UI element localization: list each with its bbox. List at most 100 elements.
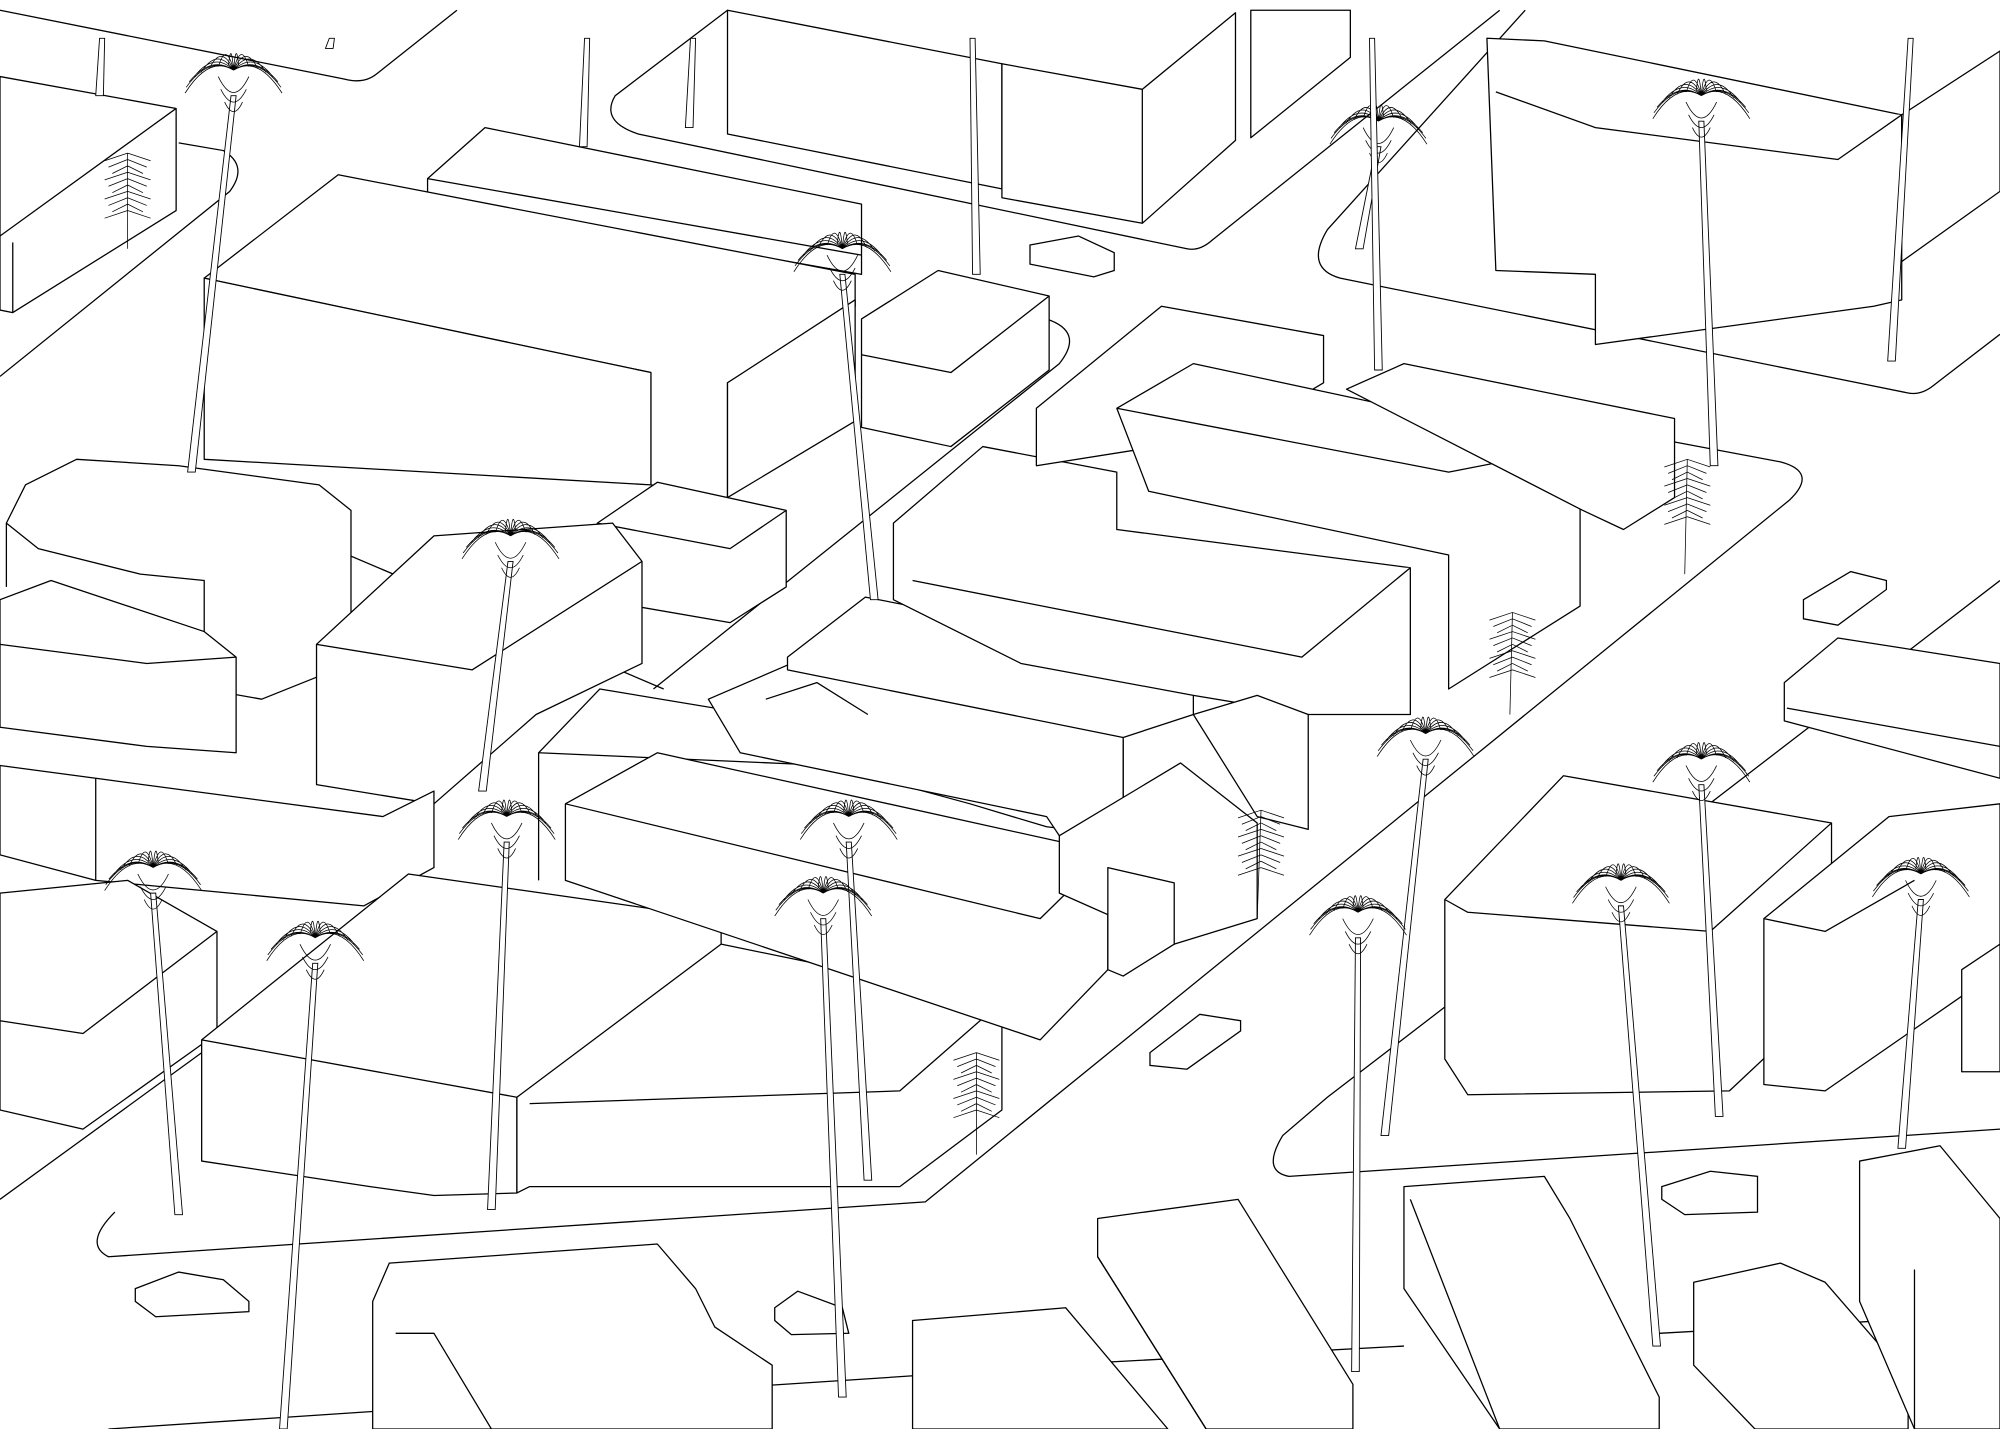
building xyxy=(203,174,856,499)
palm-tree xyxy=(324,37,335,49)
building xyxy=(1097,1198,1354,1429)
palm-trunk xyxy=(845,841,873,1181)
building xyxy=(726,9,1237,224)
palm-trunk xyxy=(820,918,847,1398)
palm-trunk xyxy=(487,841,510,1210)
subject-building xyxy=(707,596,1258,977)
palm-tree xyxy=(793,231,892,601)
palm-trunk xyxy=(1698,784,1724,1117)
palm-tree xyxy=(461,519,560,792)
palm-crown xyxy=(1872,857,1970,916)
palm-crown xyxy=(104,850,202,910)
car xyxy=(1661,1170,1759,1216)
palm-trunk xyxy=(578,37,591,148)
building xyxy=(0,75,177,314)
palm-crown xyxy=(1652,742,1751,801)
building xyxy=(1783,637,2000,779)
palm-tree xyxy=(1887,37,1914,362)
building xyxy=(1858,1145,2000,1429)
palm-tree xyxy=(1872,857,1970,1149)
deciduous-tree xyxy=(1664,458,1711,575)
trees xyxy=(95,37,1970,1429)
palm-trunk xyxy=(969,37,981,275)
palm-tree xyxy=(684,37,697,129)
curb-line xyxy=(653,318,1071,690)
car xyxy=(1029,235,1115,278)
building xyxy=(1444,775,1833,1096)
palm-trunk xyxy=(1887,37,1914,362)
building xyxy=(911,1307,1169,1429)
building xyxy=(860,269,1050,448)
palm-crown xyxy=(793,231,892,291)
palm-crown xyxy=(184,53,283,113)
palm-crown xyxy=(461,519,560,578)
palm-crown xyxy=(457,799,556,859)
palm-crown xyxy=(1572,863,1670,923)
palm-tree xyxy=(1572,863,1670,1347)
curb-line xyxy=(96,440,1803,1258)
palm-trunk xyxy=(1698,120,1719,467)
curb-line xyxy=(0,9,458,82)
building xyxy=(315,522,643,805)
deciduous-tree xyxy=(1237,809,1285,919)
palm-trunk xyxy=(1380,758,1429,1136)
palm-tree xyxy=(184,53,283,473)
palm-tree xyxy=(1652,742,1751,1117)
building xyxy=(516,943,1003,1194)
car xyxy=(774,1290,850,1336)
palm-trunk xyxy=(1369,37,1383,371)
curb-line xyxy=(610,9,1501,250)
palm-tree xyxy=(95,37,106,97)
palm-tree xyxy=(1309,895,1407,1373)
palm-tree xyxy=(266,920,365,1429)
deciduous-tree xyxy=(1489,612,1536,715)
palm-crown xyxy=(1376,716,1475,776)
building xyxy=(0,879,218,1130)
palm-tree xyxy=(1376,716,1475,1136)
palm-trunk xyxy=(839,273,879,601)
cars xyxy=(134,235,1888,1336)
curb-line xyxy=(1317,9,2000,395)
palm-crown xyxy=(266,920,365,980)
palm-trunk xyxy=(187,95,237,473)
building xyxy=(1763,803,2000,1092)
palm-trunk xyxy=(150,892,183,1216)
palm-crown xyxy=(774,876,873,935)
palm-trunk xyxy=(684,37,697,129)
car xyxy=(1802,570,1888,626)
palm-trunk xyxy=(1617,905,1661,1347)
building xyxy=(0,764,435,907)
palm-trunk xyxy=(95,37,106,97)
palm-tree xyxy=(799,799,898,1181)
palm-crown xyxy=(1652,78,1751,138)
deciduous-tree xyxy=(953,1052,1000,1155)
car xyxy=(134,1271,250,1318)
curb-line xyxy=(1272,580,2000,1178)
building xyxy=(1192,694,1309,830)
palm-tree xyxy=(104,850,202,1216)
building xyxy=(1961,943,2000,1073)
palm-tree xyxy=(578,37,591,148)
buildings xyxy=(0,9,2000,1429)
building xyxy=(1486,37,2000,346)
palm-trunk xyxy=(279,962,319,1429)
palm-crown xyxy=(799,799,898,859)
palm-trunk xyxy=(478,560,514,792)
palm-tree xyxy=(457,799,556,1210)
building xyxy=(5,458,352,700)
curb-line xyxy=(0,142,239,377)
palm-tree xyxy=(774,876,873,1398)
building xyxy=(0,579,237,754)
palm-trunk xyxy=(324,37,335,49)
building xyxy=(1403,1175,1660,1429)
building xyxy=(596,481,787,624)
building xyxy=(1250,9,1351,139)
deciduous-tree xyxy=(104,152,151,249)
building xyxy=(892,445,1411,716)
palm-trunk xyxy=(1897,899,1924,1149)
car xyxy=(1149,1013,1242,1070)
palm-tree xyxy=(969,37,981,275)
palm-tree xyxy=(1369,37,1383,371)
palm-crown xyxy=(1309,895,1407,955)
